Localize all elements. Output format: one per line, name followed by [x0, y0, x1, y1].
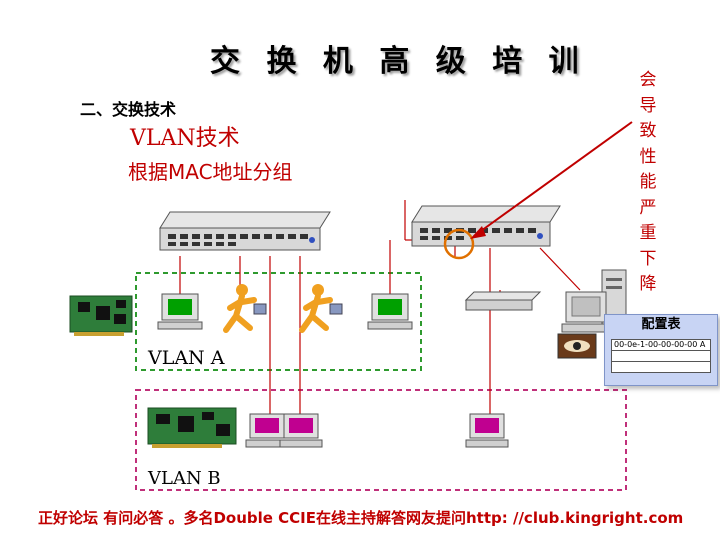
workstation-a1-icon	[157, 293, 203, 330]
vlan-b-label: VLAN B	[148, 468, 221, 489]
footer-text: 正好论坛 有问必答 。多名Double CCIE在线主持解答网友提问http: …	[38, 509, 684, 527]
config-row	[611, 361, 711, 373]
nic-card-a-icon	[69, 295, 133, 336]
page-title: 交 换 机 高 级 培 训	[210, 44, 587, 79]
moving-user-1-icon	[223, 284, 267, 333]
highlight-circle	[443, 228, 475, 260]
workstation-right-icon	[561, 291, 611, 333]
workstation-a2-icon	[367, 293, 413, 330]
config-table: 配置表 00-0e-1-00-00-00-00 A	[604, 314, 718, 386]
performance-warning: 会导致性能严重下降	[639, 70, 657, 294]
moving-user-2-icon	[299, 284, 343, 333]
workstation-b2-icon	[279, 413, 323, 448]
section-heading: 二、交换技术	[80, 100, 177, 119]
network-links	[239, 200, 581, 420]
switch-distribution-icon	[411, 205, 561, 247]
config-table-rows: 00-0e-1-00-00-00-00 A	[611, 339, 711, 373]
workstation-b1-icon	[245, 413, 289, 448]
config-row	[611, 350, 711, 361]
warning-arrow	[470, 121, 633, 239]
eye-icon	[557, 333, 597, 359]
workstation-b3-icon	[465, 413, 509, 448]
vlan-a-box	[135, 272, 422, 371]
subtitle-mac-group: 根据MAC地址分组	[128, 160, 293, 184]
config-table-title: 配置表	[641, 317, 681, 332]
vlan-a-label: VLAN A	[148, 347, 225, 369]
switch-core-icon	[159, 211, 331, 251]
vlan-b-box	[135, 389, 627, 491]
nic-card-b-icon	[147, 407, 237, 448]
subtitle-vlan-tech: VLAN技术	[130, 126, 240, 151]
config-row: 00-0e-1-00-00-00-00 A	[611, 339, 711, 350]
hub-icon	[464, 291, 542, 311]
